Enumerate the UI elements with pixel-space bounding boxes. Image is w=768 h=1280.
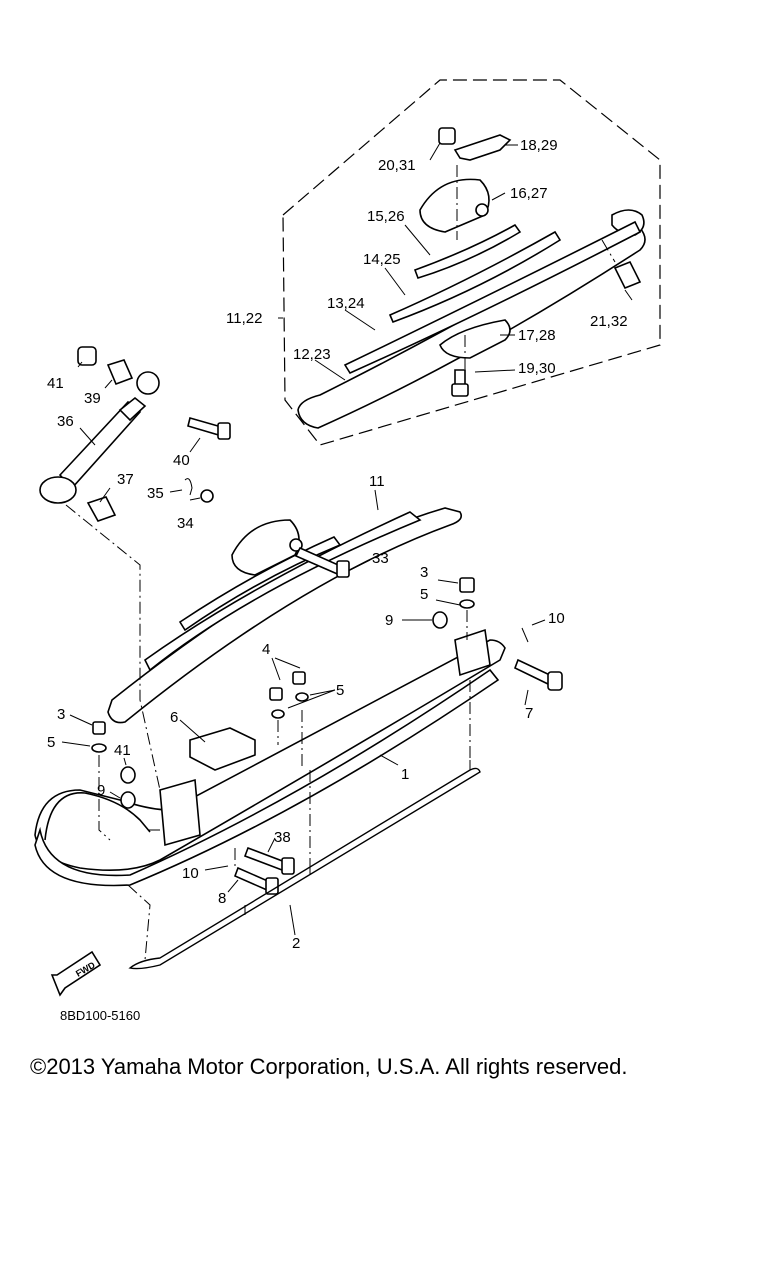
callout-21-32: 21,32 xyxy=(590,313,628,330)
callout-37: 37 xyxy=(117,471,134,488)
leaf-spring-assembly xyxy=(297,127,646,429)
callout-5-middle: 5 xyxy=(336,682,344,699)
callout-19-30: 19,30 xyxy=(518,360,556,377)
callout-4: 4 xyxy=(262,641,270,658)
fwd-arrow: FWD xyxy=(50,950,102,997)
callout-3-left: 3 xyxy=(57,706,65,723)
copyright-notice: ©2013 Yamaha Motor Corporation, U.S.A. A… xyxy=(30,1054,628,1079)
shock-absorber xyxy=(39,346,231,522)
callout-1: 1 xyxy=(401,766,409,783)
callout-labels: 18,29 20,31 16,27 15,26 14,25 13,24 11,2… xyxy=(47,137,628,952)
callout-18-29: 18,29 xyxy=(520,137,558,154)
callout-38: 38 xyxy=(274,829,291,846)
callout-35: 35 xyxy=(147,485,164,502)
guide-lines xyxy=(65,165,616,961)
callout-39: 39 xyxy=(84,390,101,407)
callout-6: 6 xyxy=(170,709,178,726)
callout-11: 11 xyxy=(369,473,385,490)
callout-9-left: 9 xyxy=(97,782,105,799)
callout-3-right: 3 xyxy=(420,564,428,581)
callout-33: 33 xyxy=(372,550,389,567)
callout-36: 36 xyxy=(57,413,74,430)
callout-8: 8 xyxy=(218,890,226,907)
callout-5-right: 5 xyxy=(420,586,428,603)
callout-7: 7 xyxy=(525,705,533,722)
callout-13-24: 13,24 xyxy=(327,295,365,312)
callout-9-right: 9 xyxy=(385,612,393,629)
callout-10-right: 10 xyxy=(548,610,565,627)
callout-14-25: 14,25 xyxy=(363,251,401,268)
callout-34: 34 xyxy=(177,515,194,532)
callout-17-28: 17,28 xyxy=(518,327,556,344)
callout-41-bottom: 41 xyxy=(114,742,131,759)
ski-body xyxy=(34,577,563,895)
callout-16-27: 16,27 xyxy=(510,185,548,202)
callout-10-left: 10 xyxy=(182,865,199,882)
callout-2: 2 xyxy=(292,935,300,952)
exploded-view-boundary xyxy=(282,79,661,446)
callout-20-31: 20,31 xyxy=(378,157,416,174)
callout-40: 40 xyxy=(173,452,190,469)
callout-5-left: 5 xyxy=(47,734,55,751)
assembled-leaf-spring xyxy=(107,507,463,724)
callout-41-top: 41 xyxy=(47,375,64,392)
wear-bar xyxy=(128,767,481,970)
callout-leaders xyxy=(61,142,633,936)
ski-parts-diagram: FWD 18,29 20,31 16,27 15,26 14,25 13,24 … xyxy=(34,79,661,997)
diagram-code: 8BD100-5160 xyxy=(60,1008,141,1023)
callout-11-22: 11,22 xyxy=(226,310,262,327)
callout-15-26: 15,26 xyxy=(367,208,405,225)
callout-12-23: 12,23 xyxy=(293,346,331,363)
